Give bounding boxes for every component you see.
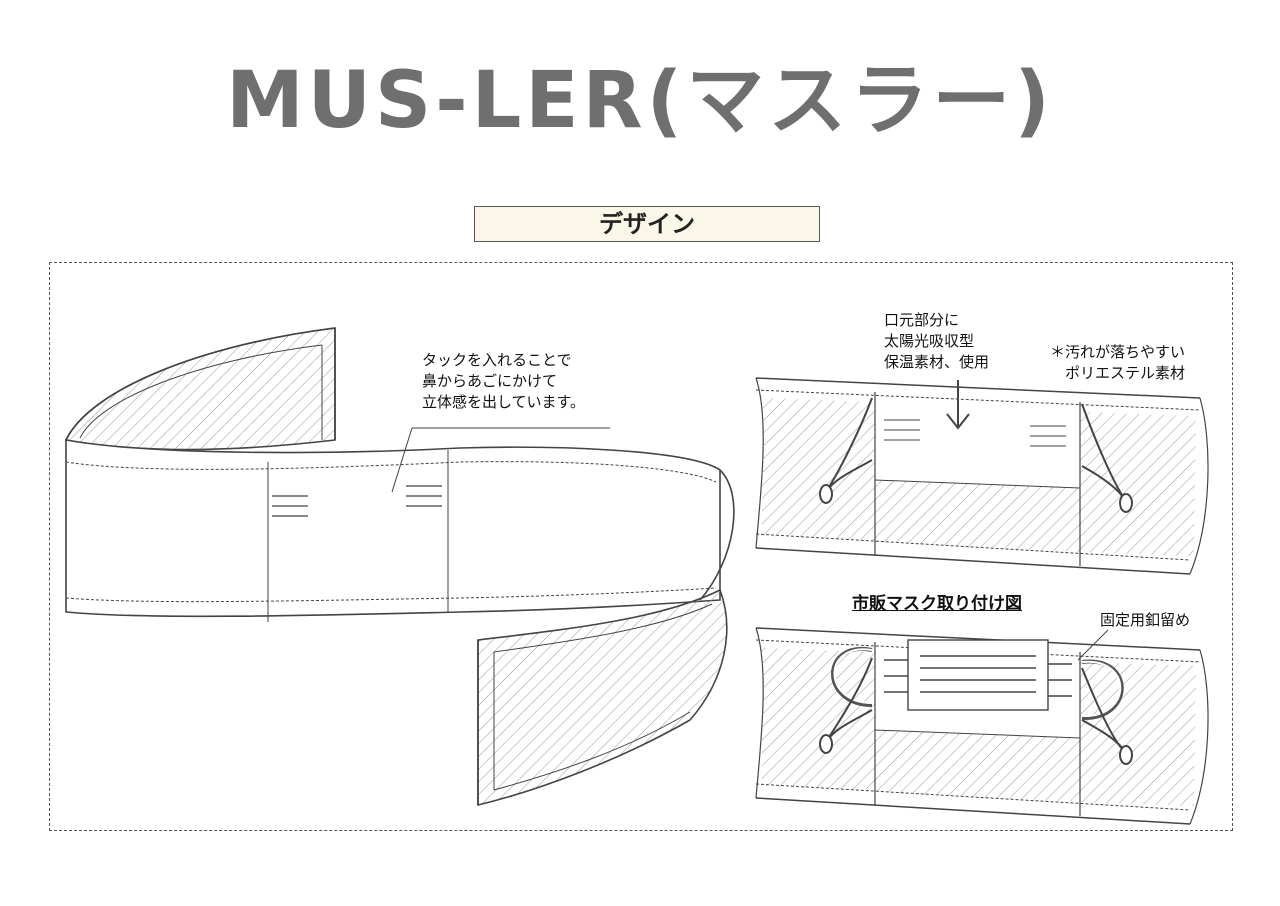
band-front-panel — [65, 439, 721, 618]
snap-note: 固定用釦留め — [1100, 611, 1191, 629]
page-title: MUS-LER(マスラー) — [226, 56, 1054, 146]
tuck-note: タックを入れることで 鼻からあごにかけて 立体感を出しています。 — [422, 351, 586, 411]
band-end-panel — [477, 588, 728, 807]
attachment-title: 市販マスク取り付け図 — [852, 594, 1022, 614]
band-illustration — [64, 327, 735, 807]
diagram-frame — [49, 262, 1233, 831]
mouth-area-note: 口元部分に 太陽光吸収型 保温素材、使用 — [884, 311, 990, 371]
section-label-design: デザイン — [474, 206, 820, 242]
tuck-marks-left — [272, 495, 308, 517]
tuck-marks-right — [406, 485, 442, 507]
band-back-inner — [64, 327, 336, 451]
detail-top — [755, 377, 1209, 575]
detail-bottom — [755, 627, 1209, 825]
commercial-mask — [831, 639, 1124, 721]
polyester-note: ＊汚れが落ちやすい ポリエステル素材 — [1050, 343, 1186, 382]
